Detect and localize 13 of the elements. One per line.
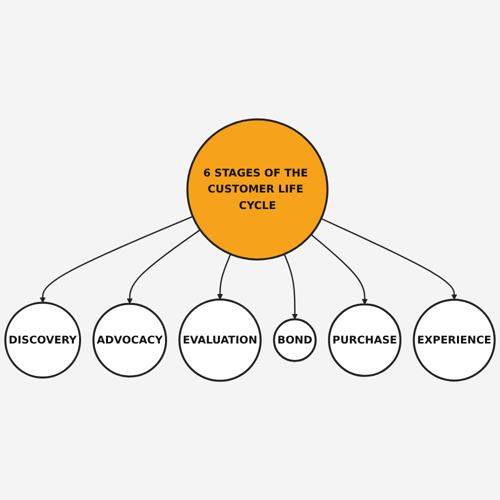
- node-circle: PURCHASE: [328, 303, 402, 377]
- node-circle: EVALUATION: [178, 298, 262, 382]
- node-circle: BOND: [273, 318, 317, 362]
- arrow: [217, 254, 232, 300]
- arrow: [126, 229, 201, 304]
- arrow: [320, 218, 458, 300]
- arrow: [40, 216, 194, 303]
- arrow: [310, 234, 368, 305]
- node-circle: DISCOVERY: [4, 302, 82, 378]
- node-circle: EXPERIENCE: [412, 298, 496, 382]
- node-circle: 6 STAGES OF THE CUSTOMER LIFE CYCLE: [186, 118, 328, 260]
- arrow: [284, 254, 298, 320]
- node-circle: ADVOCACY: [92, 302, 168, 378]
